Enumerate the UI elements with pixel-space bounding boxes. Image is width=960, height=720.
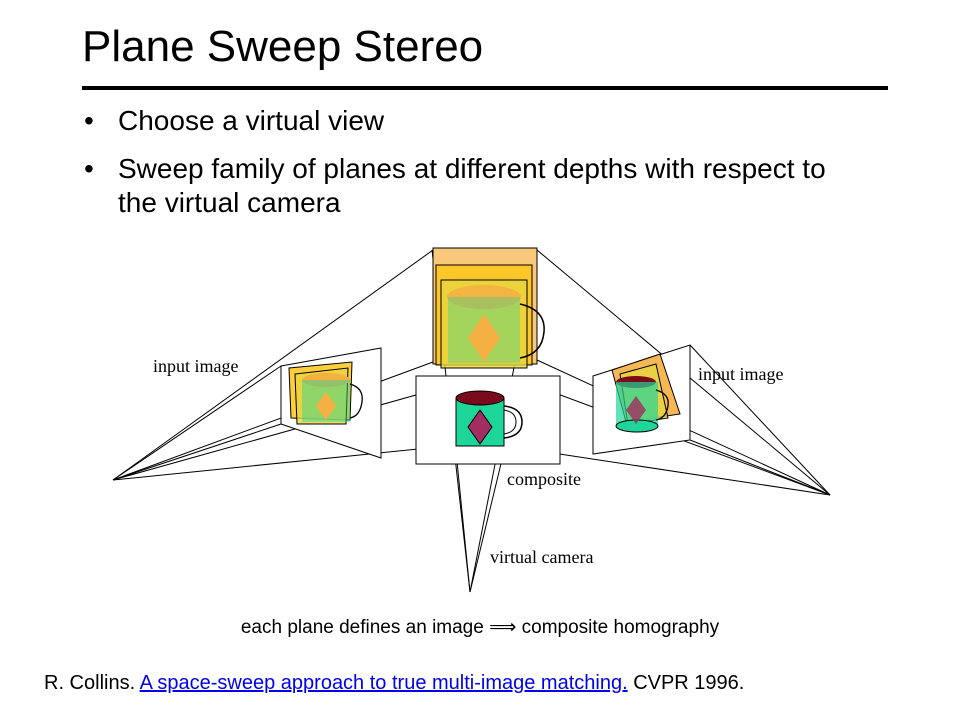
ray [112, 445, 449, 481]
citation: R. Collins. A space-sweep approach to tr… [44, 672, 744, 695]
bullet-item: Choose a virtual view [82, 104, 842, 138]
ray [112, 365, 282, 481]
bullet-list: Choose a virtual view Sweep family of pl… [82, 104, 842, 234]
left-input-image [280, 347, 382, 459]
caption-text: composite homography [521, 617, 720, 638]
mug-rim [455, 390, 505, 406]
citation-venue: CVPR 1996. [633, 672, 745, 694]
input-image-left-label: input image [153, 356, 238, 376]
virtual-camera-label: virtual camera [490, 547, 593, 567]
mug-diamond [626, 396, 646, 424]
composite-label: composite [507, 469, 581, 489]
projected-diamond [468, 314, 500, 362]
projected-diamond [316, 392, 336, 420]
title-underline [82, 86, 888, 90]
projected-mug-handle [519, 303, 545, 359]
projected-mug-rim [447, 285, 521, 309]
mug-rim [302, 373, 350, 387]
paper-link[interactable]: A space-sweep approach to true multi-ima… [139, 672, 628, 694]
ray [112, 423, 282, 481]
swept-planes [432, 247, 545, 369]
homography-caption: each plane defines an image ⟹ composite … [0, 616, 960, 639]
caption-text: each plane defines an image [240, 617, 484, 638]
input-image-right-label: input image [698, 364, 783, 384]
mug-handle [503, 409, 517, 435]
ray [519, 447, 831, 496]
mug-handle [503, 405, 523, 439]
implies-arrow-icon: ⟹ [489, 617, 517, 638]
bullet-item: Sweep family of planes at different dept… [82, 152, 842, 220]
ray [112, 385, 449, 481]
citation-author: R. Collins. [44, 672, 136, 694]
ray [689, 344, 831, 496]
composite-image [415, 375, 561, 465]
slide-title: Plane Sweep Stereo [82, 22, 484, 71]
ray [112, 361, 434, 481]
mug-diamond [467, 409, 493, 445]
mug-handle [349, 383, 363, 419]
ray [112, 249, 434, 481]
right-input-image [592, 344, 691, 455]
mug-handle [655, 389, 669, 421]
